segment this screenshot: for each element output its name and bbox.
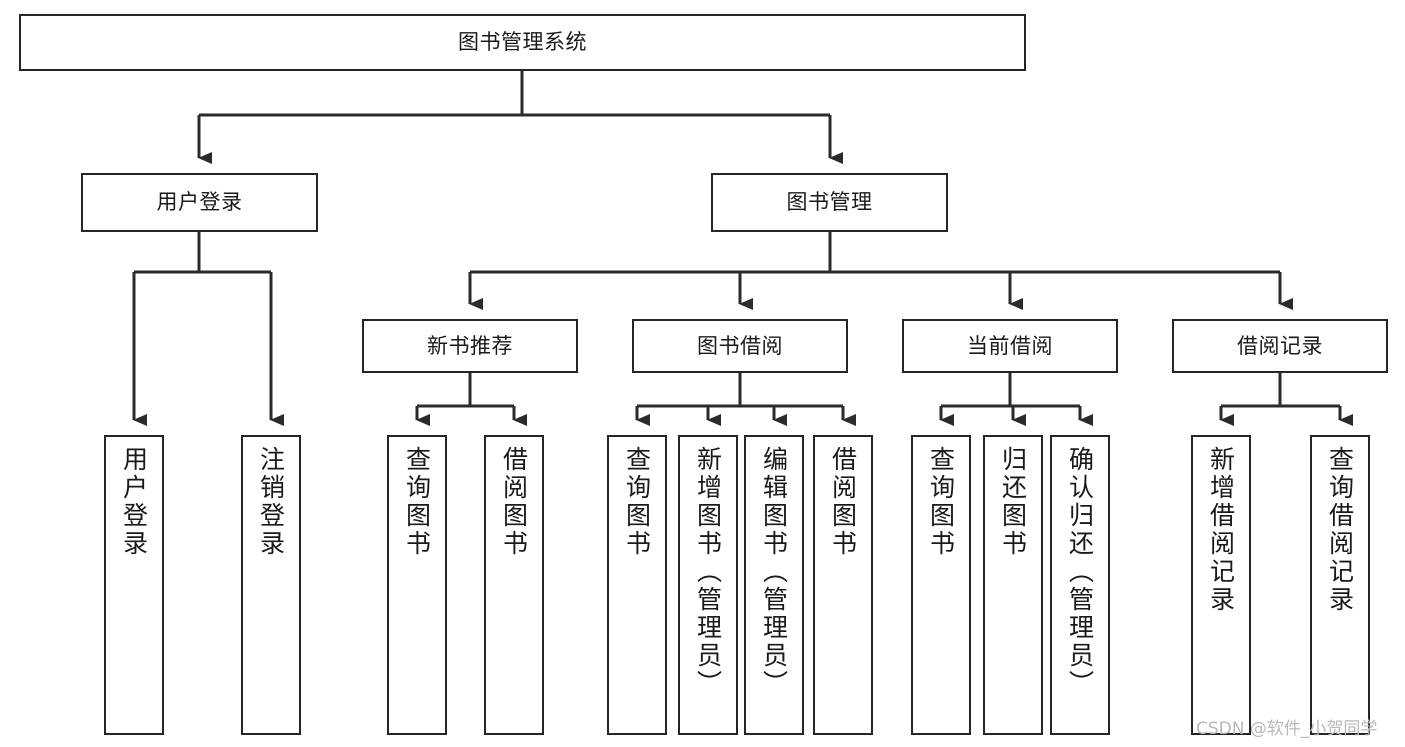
- node-new-book-recommend[interactable]: 新书推荐: [362, 319, 578, 373]
- node-current-borrow-label: 当前借阅: [967, 333, 1053, 358]
- node-leaf-user-login[interactable]: 用户登录: [104, 435, 164, 735]
- node-leaf-user-login-label: 用户登录: [119, 446, 149, 558]
- node-leaf-query-book-3-label: 查询图书: [926, 446, 956, 558]
- node-user-login-label: 用户登录: [156, 190, 243, 215]
- node-borrow-record-label: 借阅记录: [1237, 333, 1323, 358]
- node-leaf-borrow-book-1[interactable]: 借阅图书: [484, 435, 544, 735]
- node-leaf-logout-login-label: 注销登录: [256, 446, 286, 558]
- node-leaf-edit-book-admin-label: 编辑图书（管理员）: [759, 446, 789, 698]
- node-leaf-query-borrow-record[interactable]: 查询借阅记录: [1310, 435, 1370, 735]
- node-leaf-add-book-admin-label: 新增图书（管理员）: [693, 446, 723, 698]
- node-leaf-query-book-3[interactable]: 查询图书: [911, 435, 971, 735]
- node-leaf-return-book-label: 归还图书: [998, 446, 1028, 558]
- node-leaf-borrow-book-2-label: 借阅图书: [828, 446, 858, 558]
- node-book-manage-label: 图书管理: [786, 190, 873, 215]
- node-leaf-query-book-1[interactable]: 查询图书: [387, 435, 447, 735]
- node-leaf-logout-login[interactable]: 注销登录: [241, 435, 301, 735]
- node-leaf-add-book-admin[interactable]: 新增图书（管理员）: [678, 435, 738, 735]
- node-leaf-query-book-1-label: 查询图书: [402, 446, 432, 558]
- node-root-label: 图书管理系统: [458, 30, 587, 55]
- node-root[interactable]: 图书管理系统: [19, 14, 1026, 71]
- node-book-manage[interactable]: 图书管理: [711, 173, 948, 232]
- csdn-watermark: CSDN @软件_小贺同学: [1196, 719, 1378, 739]
- node-book-borrow[interactable]: 图书借阅: [632, 319, 848, 373]
- node-leaf-borrow-book-1-label: 借阅图书: [499, 446, 529, 558]
- node-leaf-borrow-book-2[interactable]: 借阅图书: [813, 435, 873, 735]
- node-leaf-query-book-2[interactable]: 查询图书: [607, 435, 667, 735]
- node-borrow-record[interactable]: 借阅记录: [1172, 319, 1388, 373]
- node-leaf-query-book-2-label: 查询图书: [622, 446, 652, 558]
- node-leaf-confirm-return-admin[interactable]: 确认归还（管理员）: [1050, 435, 1110, 735]
- node-leaf-add-borrow-record[interactable]: 新增借阅记录: [1191, 435, 1251, 735]
- node-user-login[interactable]: 用户登录: [81, 173, 318, 232]
- node-current-borrow[interactable]: 当前借阅: [902, 319, 1118, 373]
- node-leaf-confirm-return-admin-label: 确认归还（管理员）: [1065, 446, 1095, 698]
- node-leaf-add-borrow-record-label: 新增借阅记录: [1206, 446, 1236, 614]
- node-book-borrow-label: 图书借阅: [697, 333, 783, 358]
- node-new-book-recommend-label: 新书推荐: [427, 333, 513, 358]
- node-leaf-query-borrow-record-label: 查询借阅记录: [1325, 446, 1355, 614]
- node-leaf-edit-book-admin[interactable]: 编辑图书（管理员）: [744, 435, 804, 735]
- node-leaf-return-book[interactable]: 归还图书: [983, 435, 1043, 735]
